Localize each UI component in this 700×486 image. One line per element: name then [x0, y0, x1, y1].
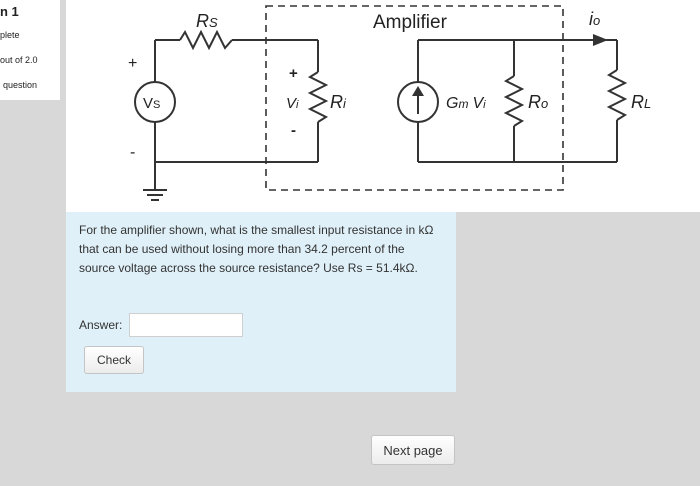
io-label-sub: o	[593, 13, 600, 28]
rs-label-sub: S	[209, 15, 218, 30]
source-label-sub: S	[153, 99, 160, 111]
rl-label-main: R	[631, 92, 644, 112]
question-number: n 1	[0, 4, 19, 19]
vi-plus-sign: +	[289, 65, 298, 82]
amplifier-box	[265, 5, 564, 191]
ro-label-sub: o	[541, 96, 548, 111]
flag-question-link[interactable]: question	[3, 80, 38, 90]
io-label: io	[589, 9, 600, 29]
answer-label: Answer:	[79, 318, 123, 332]
question-status: plete	[0, 30, 20, 40]
ri-label: Ri	[330, 92, 347, 112]
current-arrow-head	[412, 86, 424, 96]
vi-label-main: V	[286, 95, 298, 112]
source-plus-sign: +	[128, 55, 137, 72]
question-text: For the amplifier shown, what is the sma…	[79, 223, 434, 275]
check-button[interactable]: Check	[84, 346, 144, 374]
amplifier-label: Amplifier	[373, 12, 448, 33]
source-minus-sign: -	[130, 144, 135, 161]
vi-label-sub: i	[296, 99, 299, 111]
gm-vi-main: V	[472, 95, 484, 112]
io-label-main: i	[589, 9, 594, 29]
ro-resistor	[503, 75, 525, 127]
rl-resistor	[606, 69, 628, 121]
ri-label-sub: i	[343, 96, 347, 111]
rs-label-main: R	[196, 11, 209, 31]
question-info-panel: n 1 plete out of 2.0 question	[0, 0, 60, 100]
gm-vi-sub: i	[483, 99, 486, 111]
ro-label: Ro	[528, 92, 548, 112]
ro-label-main: R	[528, 92, 541, 112]
question-marks: out of 2.0	[0, 55, 38, 65]
vi-label: Vi	[286, 95, 299, 112]
source-label-main: V	[143, 95, 153, 112]
source-label: VS	[143, 95, 160, 112]
next-page-button[interactable]: Next page	[371, 435, 455, 465]
gm-label-main: G	[446, 95, 458, 112]
answer-input[interactable]	[129, 313, 243, 337]
rl-label-sub: L	[644, 96, 651, 111]
vi-minus-sign: -	[291, 122, 296, 139]
ri-label-main: R	[330, 92, 343, 112]
rl-label: RL	[631, 92, 651, 112]
rs-label: RS	[196, 11, 218, 31]
gm-label-sub: m	[458, 97, 468, 111]
rs-resistor	[179, 29, 233, 51]
ri-resistor	[307, 71, 329, 123]
